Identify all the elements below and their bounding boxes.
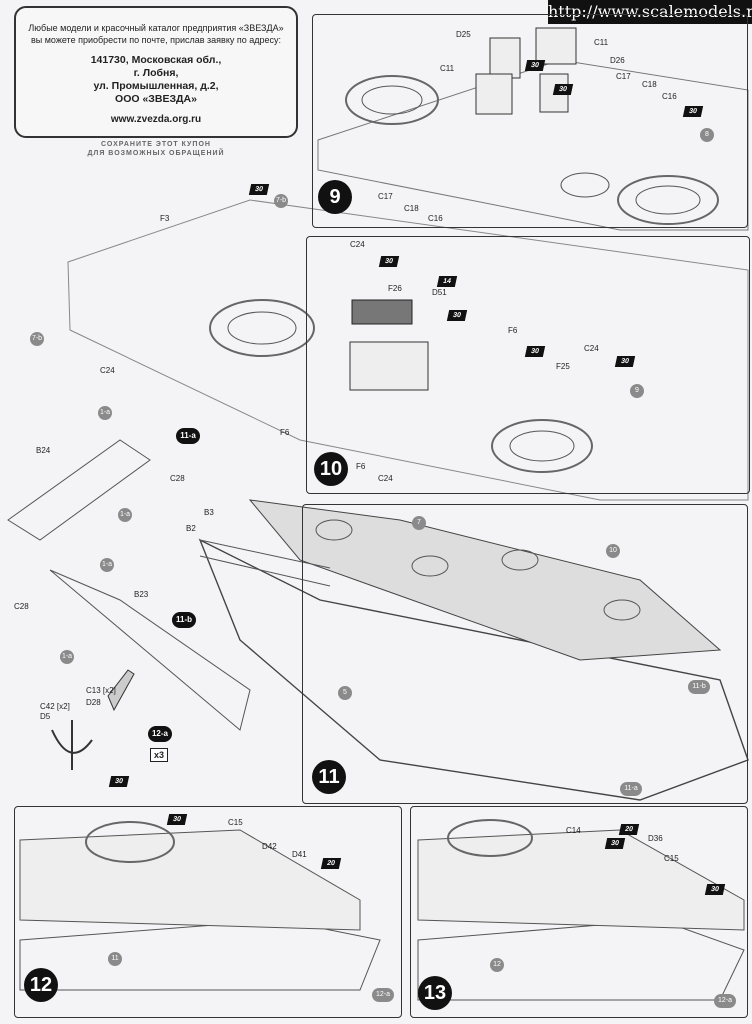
- part-label: C17: [378, 192, 393, 201]
- part-ref-7b: 7-b: [274, 194, 288, 208]
- part-label: F6: [280, 428, 290, 437]
- subassembly-12a-tag: 12-a: [148, 726, 172, 742]
- coupon-website: www.zvezda.org.ru: [110, 114, 202, 125]
- address-line: 141730, Московская обл.,: [90, 54, 222, 66]
- part-label: C15: [664, 854, 679, 863]
- address-line: ООО «ЗВЕЗДА»: [115, 93, 197, 105]
- step-number-11: 11: [312, 760, 346, 794]
- part-label: D51: [432, 288, 447, 297]
- address-line: г. Лобня,: [133, 67, 179, 79]
- subassembly-11a-tag: 11-a: [176, 428, 200, 444]
- part-label: C11: [440, 64, 455, 73]
- part-ref-12a: 12-a: [714, 994, 736, 1008]
- part-ref-1a: 1-a: [100, 558, 114, 572]
- part-label: D28: [86, 698, 101, 707]
- flag-20: 20: [320, 858, 342, 869]
- part-label: C24: [350, 240, 365, 249]
- part-label: C11: [594, 38, 609, 47]
- step-number-9: 9: [318, 180, 352, 214]
- step-number-12: 12: [24, 968, 58, 1002]
- step-number-10: 10: [314, 452, 348, 486]
- part-label: D5: [40, 712, 51, 721]
- part-ref-10: 10: [606, 544, 620, 558]
- part-ref-7: 7: [412, 516, 426, 530]
- step-9-panel: [312, 14, 748, 228]
- part-label: C18: [642, 80, 657, 89]
- part-label: C28: [170, 474, 185, 483]
- step-11-panel: [302, 504, 748, 804]
- flag-20: 20: [618, 824, 640, 835]
- part-label: C28: [14, 602, 29, 611]
- part-label: C18: [404, 204, 419, 213]
- part-ref-11a: 11-a: [620, 782, 642, 796]
- part-label: C14: [566, 826, 581, 835]
- glue-flag: 30: [378, 256, 400, 267]
- part-ref-1a: 1-a: [98, 406, 112, 420]
- part-label: F3: [160, 214, 170, 223]
- part-label: D36: [648, 834, 663, 843]
- part-label: D41: [292, 850, 307, 859]
- part-label: C16: [662, 92, 677, 101]
- part-ref-11b: 11-b: [688, 680, 710, 694]
- part-label: C24: [378, 474, 393, 483]
- glue-flag: 30: [166, 814, 188, 825]
- part-ref-7b: 7-b: [30, 332, 44, 346]
- part-label: C42 [x2]: [40, 702, 70, 711]
- part-ref-12: 12: [490, 958, 504, 972]
- glue-flag: 30: [108, 776, 130, 787]
- part-label: F25: [556, 362, 570, 371]
- step-12-panel: [14, 806, 402, 1018]
- part-ref-5: 5: [338, 686, 352, 700]
- glue-flag: 30: [682, 106, 704, 117]
- step-10-panel: [306, 236, 750, 494]
- part-label: C24: [100, 366, 115, 375]
- coupon-cut-note: СОХРАНИТЕ ЭТОТ КУПОН ДЛЯ ВОЗМОЖНЫХ ОБРАЩ…: [40, 140, 272, 158]
- part-label: B23: [134, 590, 149, 599]
- step-number-13: 13: [418, 976, 452, 1010]
- part-ref-1a: 1-a: [118, 508, 132, 522]
- flag-14: 14: [436, 276, 458, 287]
- part-label: D25: [456, 30, 471, 39]
- glue-flag: 30: [524, 346, 546, 357]
- quantity-multiplier: x3: [150, 748, 169, 762]
- part-label: B2: [186, 524, 196, 533]
- part-ref-11: 11: [108, 952, 122, 966]
- watermark[interactable]: http://www.scalemodels.ru: [548, 0, 752, 24]
- glue-flag: 30: [604, 838, 626, 849]
- glue-flag: 30: [614, 356, 636, 367]
- part-label: B24: [36, 446, 51, 455]
- part-label: D26: [610, 56, 625, 65]
- part-label: C13 [x2]: [86, 686, 116, 695]
- mail-order-coupon: Любые модели и красочный каталог предпри…: [14, 6, 298, 138]
- part-label: F6: [508, 326, 518, 335]
- part-label: C15: [228, 818, 243, 827]
- part-ref-9: 9: [630, 384, 644, 398]
- glue-flag: 30: [248, 184, 270, 195]
- subassembly-11b-tag: 11-b: [172, 612, 196, 628]
- part-ref-12a: 12-a: [372, 988, 394, 1002]
- part-label: F6: [356, 462, 366, 471]
- glue-flag: 30: [704, 884, 726, 895]
- part-label: B3: [204, 508, 214, 517]
- address-line: ул. Промышленная, д.2,: [93, 80, 219, 92]
- part-label: C17: [616, 72, 631, 81]
- glue-flag: 30: [524, 60, 546, 71]
- coupon-address: 141730, Московская обл., г. Лобня, ул. П…: [16, 54, 296, 106]
- part-label: D42: [262, 842, 277, 851]
- step-13-panel: [410, 806, 748, 1018]
- part-label: C16: [428, 214, 443, 223]
- part-ref-1a: 1-a: [60, 650, 74, 664]
- coupon-intro: Любые модели и красочный каталог предпри…: [28, 23, 284, 45]
- cut-note-line: СОХРАНИТЕ ЭТОТ КУПОН: [101, 141, 211, 148]
- part-ref-8: 8: [700, 128, 714, 142]
- glue-flag: 30: [446, 310, 468, 321]
- part-label: F26: [388, 284, 402, 293]
- part-label: C24: [584, 344, 599, 353]
- glue-flag: 30: [552, 84, 574, 95]
- cut-note-line: ДЛЯ ВОЗМОЖНЫХ ОБРАЩЕНИЙ: [87, 150, 225, 157]
